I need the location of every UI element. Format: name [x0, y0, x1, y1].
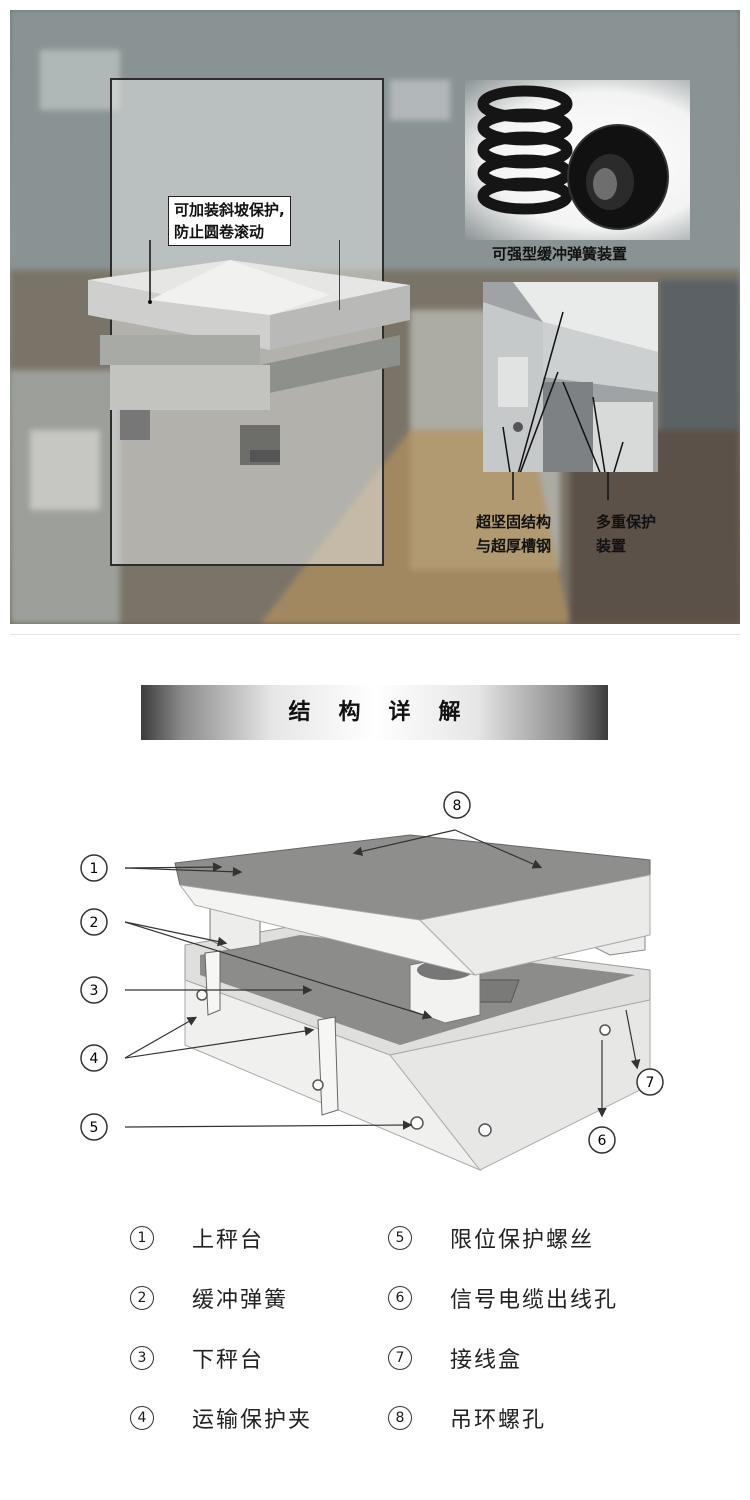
callout-3: 3 — [80, 976, 108, 1004]
callout-2: 2 — [80, 908, 108, 936]
svg-text:1: 1 — [90, 861, 99, 877]
callout-line-1: 可加装斜坡保护, — [174, 201, 285, 219]
legend-number: 1 — [130, 1226, 154, 1250]
spring-label: 可强型缓冲弹簧装置 — [492, 245, 628, 263]
legend-label: 接线盒 — [450, 1348, 523, 1373]
svg-text:8: 8 — [453, 798, 462, 814]
legend-label: 限位保护螺丝 — [450, 1228, 595, 1253]
legend-item-transport-clip: 4 运输保护夹 — [130, 1403, 312, 1433]
legend-item-junction-box: 7 接线盒 — [388, 1343, 522, 1373]
callout-4: 4 — [80, 1044, 108, 1072]
legend-label: 信号电缆出线孔 — [450, 1288, 619, 1313]
legend-label: 上秤台 — [192, 1228, 265, 1253]
legend-item-limit-screw: 5 限位保护螺丝 — [388, 1223, 594, 1253]
diagram-callout-numbers: 1 2 3 4 5 6 7 8 — [80, 791, 664, 1154]
legend-number: 8 — [388, 1406, 412, 1430]
legend-label: 下秤台 — [192, 1348, 265, 1373]
structure-label-line-1: 超坚固结构 — [476, 513, 552, 531]
svg-text:3: 3 — [90, 983, 99, 999]
legend-label: 吊环螺孔 — [450, 1408, 547, 1433]
structure-detail-image — [483, 282, 658, 472]
section-header-bar: 结构详解 — [141, 685, 608, 740]
structure-label-line-2: 与超厚槽钢 — [476, 537, 552, 555]
callout-7: 7 — [636, 1068, 664, 1096]
protection-label-line-2: 装置 — [596, 537, 627, 555]
svg-text:6: 6 — [598, 1133, 607, 1149]
legend-number: 7 — [388, 1346, 412, 1370]
buffer-spring-image — [477, 85, 669, 230]
legend-number: 4 — [130, 1406, 154, 1430]
scale-product-image — [88, 260, 410, 465]
diagram-leader-lines — [124, 829, 641, 1130]
limit-screws — [196, 989, 611, 1137]
protection-label: 多重保护 装置 — [596, 510, 656, 558]
upper-platform — [174, 834, 651, 976]
legend-item-buffer-spring: 2 缓冲弹簧 — [130, 1283, 288, 1313]
svg-text:4: 4 — [90, 1051, 99, 1067]
svg-text:7: 7 — [646, 1075, 655, 1091]
legend-label: 缓冲弹簧 — [192, 1288, 289, 1313]
legend-number: 3 — [130, 1346, 154, 1370]
legend-item-upper-platform: 1 上秤台 — [130, 1223, 264, 1253]
legend-number: 6 — [388, 1286, 412, 1310]
structure-label: 超坚固结构 与超厚槽钢 — [476, 510, 551, 558]
lower-platform — [184, 924, 651, 1172]
callout-line-2: 防止圆卷滚动 — [174, 223, 265, 241]
legend-number: 5 — [388, 1226, 412, 1250]
section-title: 结构详解 — [288, 700, 489, 725]
svg-text:5: 5 — [90, 1120, 99, 1136]
detail-pointer-lines — [512, 472, 609, 500]
callout-6: 6 — [588, 1126, 616, 1154]
legend-number: 2 — [130, 1286, 154, 1310]
structure-diagram: 1 2 3 4 5 6 7 8 — [80, 791, 664, 1172]
legend-item-lower-platform: 3 下秤台 — [130, 1343, 264, 1373]
callout-8: 8 — [443, 791, 471, 819]
callout-pointer-lines — [148, 240, 340, 310]
svg-text:2: 2 — [90, 915, 99, 931]
legend-item-cable-outlet: 6 信号电缆出线孔 — [388, 1283, 618, 1313]
callout-1: 1 — [80, 854, 108, 882]
section-divider — [10, 634, 740, 635]
callout-5: 5 — [80, 1113, 108, 1141]
protection-label-line-1: 多重保护 — [596, 513, 657, 531]
slope-protection-callout: 可加装斜坡保护, 防止圆卷滚动 — [168, 196, 291, 246]
legend-label: 运输保护夹 — [192, 1408, 313, 1433]
product-photo-panel: 可加装斜坡保护, 防止圆卷滚动 可强型缓冲弹簧装置 — [10, 10, 740, 624]
legend-item-lifting-hole: 8 吊环螺孔 — [388, 1403, 546, 1433]
transport-clips — [204, 950, 339, 1116]
